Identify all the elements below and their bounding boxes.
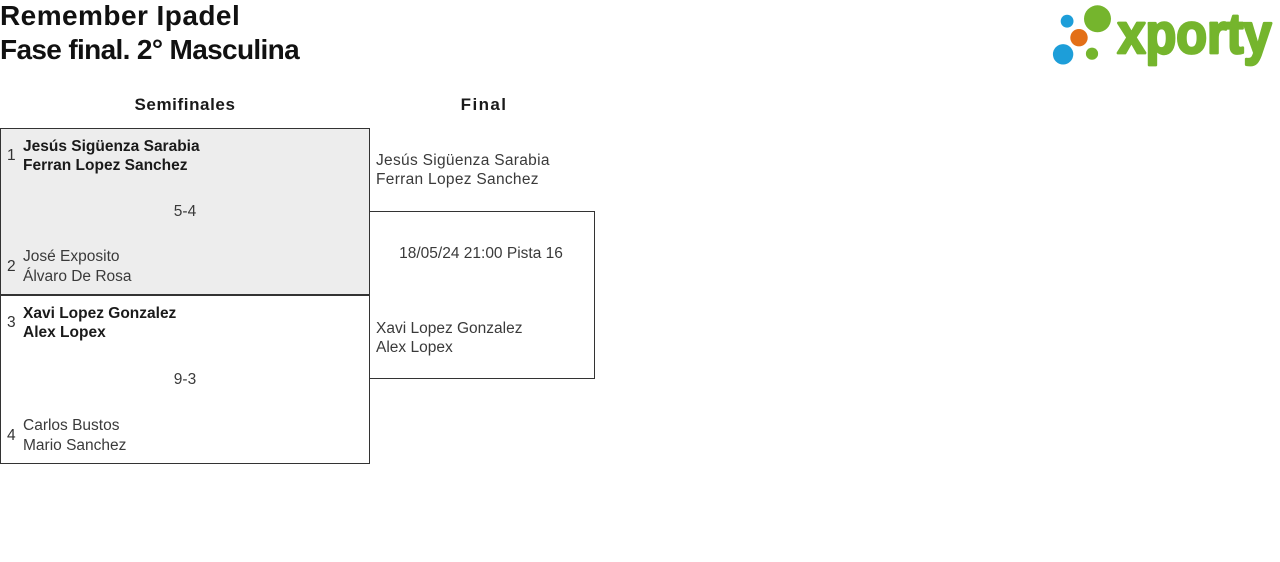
svg-text:xporty: xporty bbox=[1118, 2, 1272, 66]
